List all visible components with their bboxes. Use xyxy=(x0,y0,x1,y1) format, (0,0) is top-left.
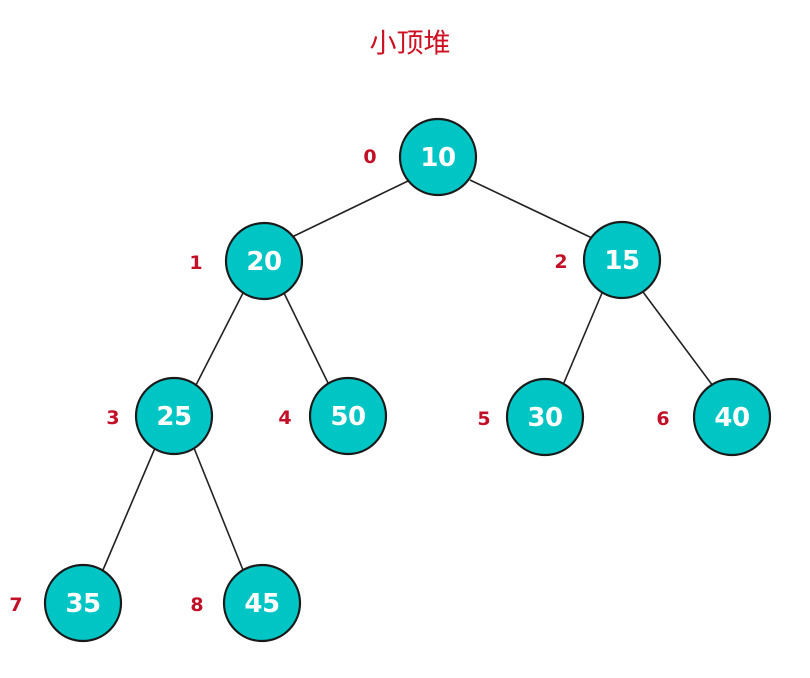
node-value-label-3: 25 xyxy=(156,402,191,432)
node-value-label-1: 20 xyxy=(246,247,281,277)
tree-node-0[interactable]: 0 10 xyxy=(363,117,478,197)
node-index-label-8: 8 xyxy=(190,594,203,616)
tree-node-5[interactable]: 5 30 xyxy=(477,377,585,457)
tree-nodes-group: 0 10 1 20 2 15 3 25 4 50 5 30 6 40 7 35 8 45 xyxy=(9,117,772,643)
node-circle-3[interactable] xyxy=(134,376,214,456)
node-index-label-7: 7 xyxy=(9,594,22,616)
node-value-label-7: 35 xyxy=(65,589,100,619)
node-value-label-0: 10 xyxy=(420,143,455,173)
node-index-label-0: 0 xyxy=(363,146,376,168)
node-circle-7[interactable] xyxy=(43,563,123,643)
tree-edge-1-3 xyxy=(195,292,244,386)
node-circle-5[interactable] xyxy=(505,377,585,457)
node-index-label-6: 6 xyxy=(656,408,669,430)
tree-node-6[interactable]: 6 40 xyxy=(656,377,772,457)
node-value-label-5: 30 xyxy=(527,403,562,433)
tree-node-7[interactable]: 7 35 xyxy=(9,563,123,643)
node-value-label-8: 45 xyxy=(244,589,279,619)
node-circle-6[interactable] xyxy=(692,377,772,457)
node-index-label-4: 4 xyxy=(278,407,291,429)
node-circle-1[interactable] xyxy=(224,221,304,301)
tree-node-2[interactable]: 2 15 xyxy=(554,220,662,300)
node-circle-0[interactable] xyxy=(398,117,478,197)
diagram-title-group: 小顶堆 xyxy=(370,29,451,60)
node-circle-2[interactable] xyxy=(582,220,662,300)
node-index-label-1: 1 xyxy=(189,252,202,274)
node-circle-4[interactable] xyxy=(308,376,388,456)
node-value-label-6: 40 xyxy=(714,403,749,433)
tree-edge-1-4 xyxy=(283,292,330,386)
tree-edge-0-1 xyxy=(291,180,409,238)
tree-edge-2-6 xyxy=(642,291,714,387)
node-value-label-4: 50 xyxy=(330,402,365,432)
tree-node-3[interactable]: 3 25 xyxy=(106,376,214,456)
node-value-label-2: 15 xyxy=(604,246,639,276)
node-index-label-3: 3 xyxy=(106,407,119,429)
tree-edge-3-8 xyxy=(193,447,244,571)
tree-node-8[interactable]: 8 45 xyxy=(190,563,302,643)
page-title: 小顶堆 xyxy=(370,29,451,60)
tree-edge-2-5 xyxy=(562,292,603,386)
node-index-label-5: 5 xyxy=(477,408,490,430)
tree-edge-0-2 xyxy=(469,179,593,239)
tree-node-1[interactable]: 1 20 xyxy=(189,221,304,301)
node-circle-8[interactable] xyxy=(222,563,302,643)
tree-node-4[interactable]: 4 50 xyxy=(278,376,388,456)
node-index-label-2: 2 xyxy=(554,251,567,273)
tree-edge-3-7 xyxy=(102,447,156,571)
tree-edges-group xyxy=(102,179,714,571)
